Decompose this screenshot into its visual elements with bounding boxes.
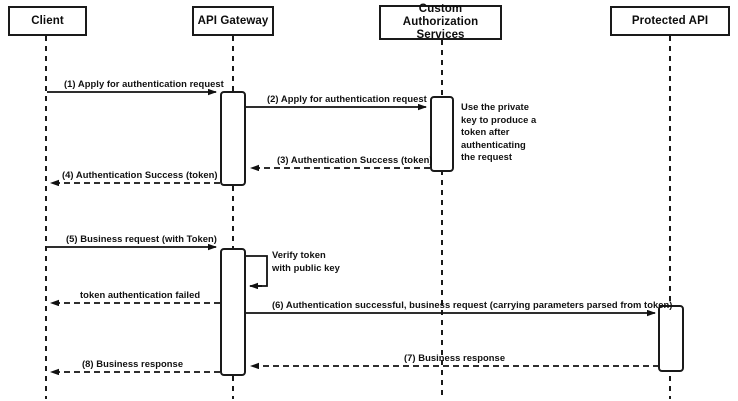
activation-api-gateway-auth [220,91,246,186]
participant-api-gateway[interactable]: API Gateway [192,6,274,36]
message-label-7: (7) Business response [404,352,506,363]
participant-custom-authorization-services[interactable]: Custom Authorization Services [379,3,502,41]
message-label-2: (2) Apply for authentication request [267,93,427,104]
note-private-key: Use the private key to produce a token a… [461,101,537,163]
activation-custom-authorization-services [430,96,454,172]
participant-client-label: Client [31,14,64,27]
participant-client[interactable]: Client [8,6,87,36]
message-label-1: (1) Apply for authentication request [64,78,224,89]
participant-custom-authorization-services-label: Custom Authorization Services [402,3,479,41]
message-label-token-auth-failed: token authentication failed [80,289,201,300]
self-message-label-verify-token-line1: Verify token [272,249,326,260]
participant-protected-api[interactable]: Protected API [610,6,730,36]
message-label-6: (6) Authentication successful, business … [272,299,673,310]
participant-protected-api-label: Protected API [631,14,709,27]
message-label-3: (3) Authentication Success (token) [277,154,433,165]
self-message-loop-verify-token [246,255,268,287]
message-label-4: (4) Authentication Success (token) [62,169,218,180]
self-message-label-verify-token-line2: with public key [272,262,340,273]
activation-protected-api [658,305,684,372]
message-label-5: (5) Business request (with Token) [66,233,217,244]
activation-api-gateway-business [220,248,246,376]
participant-api-gateway-label: API Gateway [197,14,269,27]
message-label-8: (8) Business response [82,358,184,369]
